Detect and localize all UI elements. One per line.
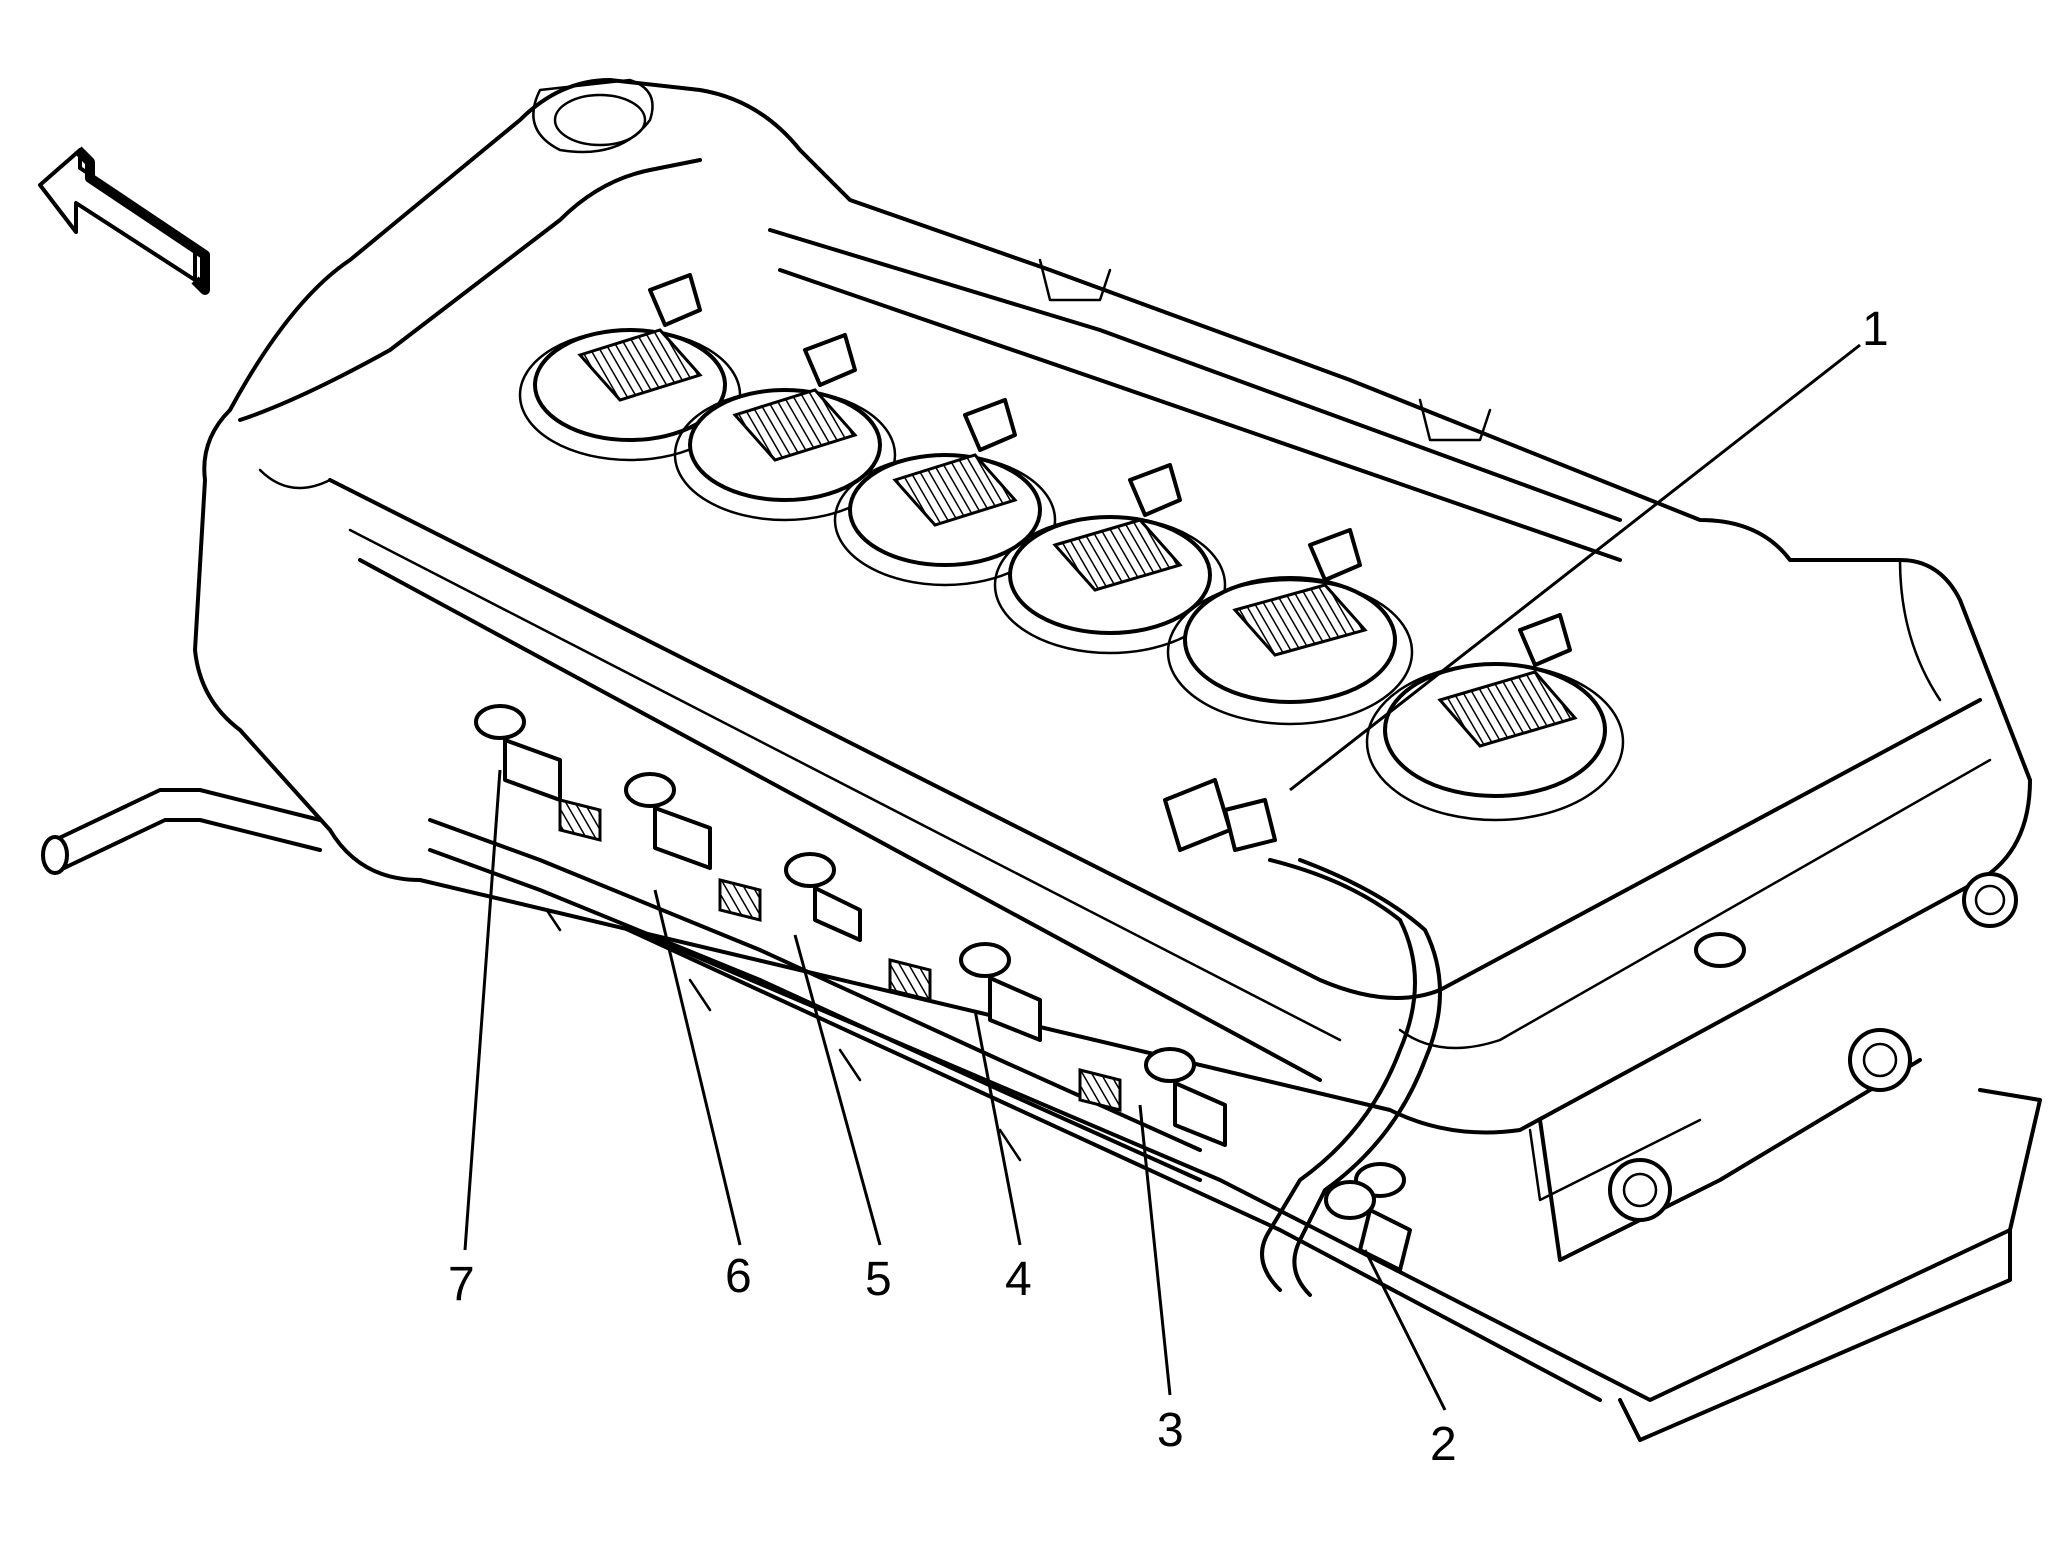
- callout-1: 1: [1862, 303, 1889, 356]
- callout-5: 5: [865, 1253, 892, 1306]
- ignition-coil-2: [673, 333, 897, 522]
- ignition-coil-1: [518, 273, 742, 462]
- fuel-injector-4: [959, 942, 1122, 1112]
- callout-labels: 1 2 3 4 5 6 7: [448, 303, 1889, 1471]
- forward-arrow-icon: [38, 146, 210, 295]
- leader-line-7: [463, 769, 502, 1251]
- callout-6: 6: [725, 1250, 752, 1303]
- fuel-injector-5: [784, 852, 932, 1002]
- fuel-injector-2: [1354, 1162, 1412, 1272]
- front-cover: [1324, 872, 2018, 1262]
- leader-line-3: [1138, 1104, 1172, 1396]
- leader-line-4: [973, 1009, 1022, 1246]
- fuel-rail: [41, 788, 1202, 1182]
- ignition-coil-3: [833, 398, 1057, 587]
- callout-7: 7: [448, 1258, 475, 1311]
- rear-rail: [768, 228, 1622, 562]
- valve-cover: [193, 78, 2032, 1202]
- fuel-injector-7: [474, 704, 602, 842]
- leader-lines: [463, 343, 1861, 1411]
- fuel-injector-3: [1144, 1047, 1227, 1147]
- leader-line-1: [1289, 343, 1861, 792]
- leader-line-2: [1363, 1249, 1447, 1411]
- callout-2: 2: [1430, 1418, 1457, 1471]
- ignition-coil-4: [993, 463, 1227, 655]
- leader-line-6: [653, 889, 742, 1246]
- callout-3: 3: [1157, 1404, 1184, 1457]
- callout-4: 4: [1005, 1253, 1032, 1306]
- fuel-injector-6: [624, 772, 762, 922]
- ignition-coil-6: [1365, 613, 1625, 822]
- ignition-coil-5: [1166, 528, 1414, 726]
- wiring-harness: [1163, 778, 1442, 1297]
- leader-line-5: [793, 934, 882, 1246]
